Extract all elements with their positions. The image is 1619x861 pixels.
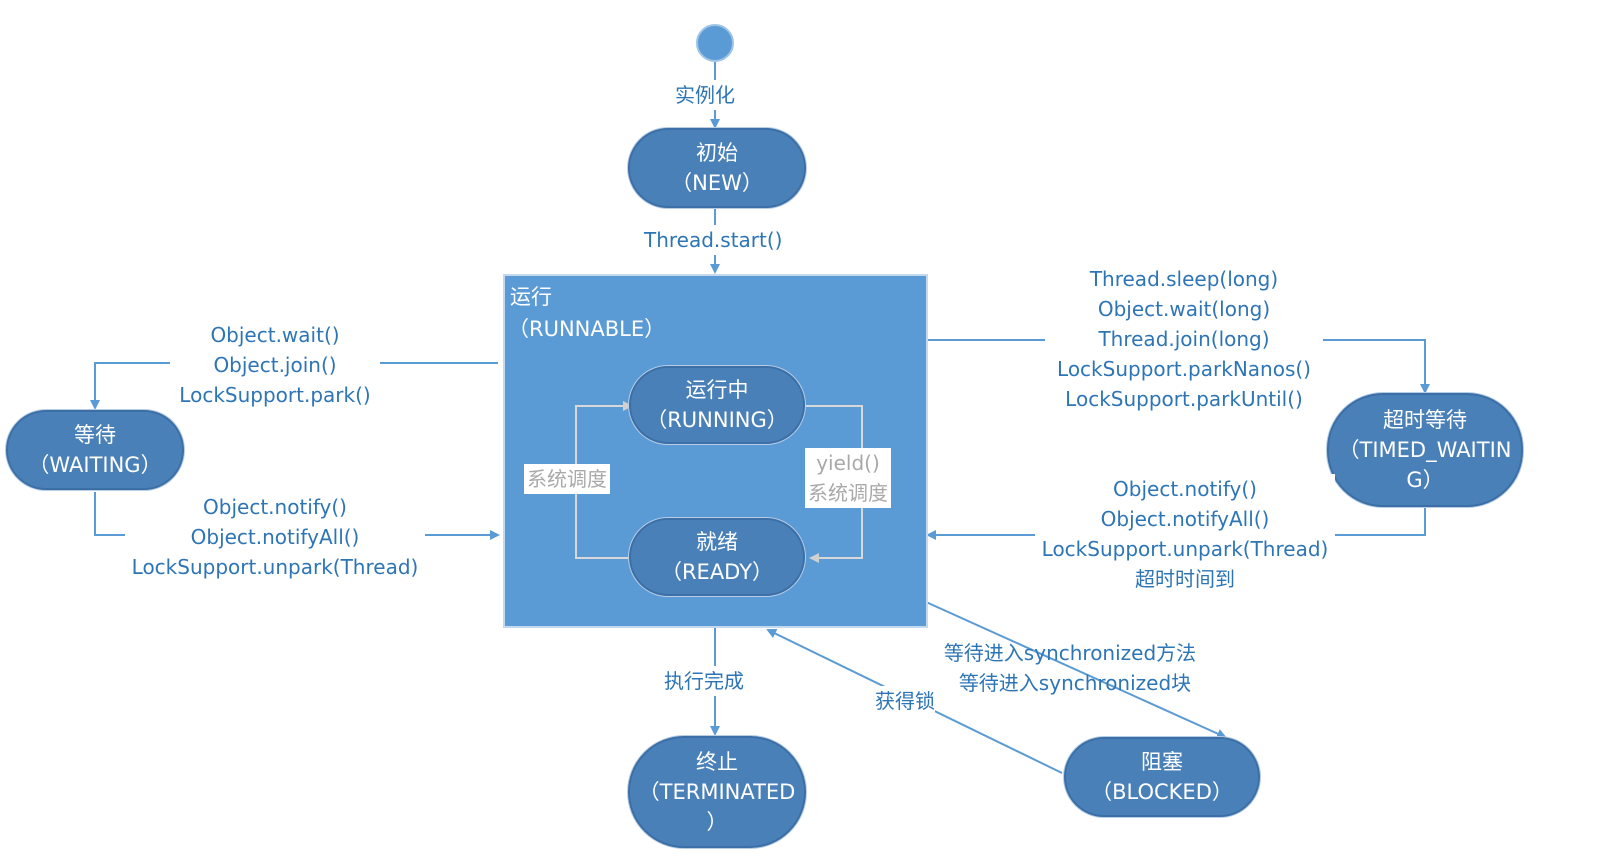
running-cn: 运行中 bbox=[685, 378, 749, 402]
label-line: 等待进入synchronized方法 bbox=[943, 641, 1197, 665]
arrow-to-blocked bbox=[925, 601, 1227, 739]
label-line: Thread.sleep(long) bbox=[1089, 267, 1279, 291]
label-line: Object.join() bbox=[213, 353, 337, 377]
label-line: LockSupport.parkNanos() bbox=[1057, 357, 1311, 381]
label-line: Object.wait() bbox=[210, 323, 340, 347]
label-start: Thread.start() bbox=[644, 225, 783, 255]
terminated-en-1: （TERMINATED bbox=[638, 780, 796, 804]
state-blocked: 阻塞 （BLOCKED） bbox=[1064, 737, 1260, 817]
label-yield-schedule: yield() 系统调度 bbox=[805, 448, 891, 508]
new-en: （NEW） bbox=[671, 171, 763, 195]
ready-cn: 就绪 bbox=[696, 530, 738, 554]
label-yield: yield() bbox=[816, 451, 880, 475]
label-schedule-right: 系统调度 bbox=[808, 481, 888, 505]
state-terminated: 终止 （TERMINATED ） bbox=[628, 736, 806, 848]
label-line: Object.notify() bbox=[1113, 477, 1257, 501]
label-to-timed-waiting: Thread.sleep(long) Object.wait(long) Thr… bbox=[1045, 264, 1323, 414]
label-finish: 执行完成 bbox=[664, 666, 744, 696]
label-instantiate: 实例化 bbox=[675, 80, 735, 110]
label-line: Object.notifyAll() bbox=[1100, 507, 1270, 531]
terminated-en-2: ） bbox=[706, 810, 728, 834]
new-cn: 初始 bbox=[696, 141, 738, 165]
label-line: 等待进入synchronized块 bbox=[958, 671, 1192, 695]
initial-state-dot bbox=[696, 24, 734, 62]
label-line: Object.wait(long) bbox=[1097, 297, 1271, 321]
state-new: 初始 （NEW） bbox=[628, 128, 806, 208]
blocked-en: （BLOCKED） bbox=[1091, 780, 1233, 804]
label-line: Object.notifyAll() bbox=[190, 525, 360, 549]
label-from-waiting: Object.notify() Object.notifyAll() LockS… bbox=[125, 492, 425, 582]
runnable-cn: 运行 bbox=[510, 285, 552, 309]
label-line: LockSupport.park() bbox=[179, 383, 371, 407]
label-line: LockSupport.parkUntil() bbox=[1065, 387, 1303, 411]
label-line: Thread.join(long) bbox=[1098, 327, 1270, 351]
runnable-title: 运行 bbox=[510, 282, 552, 312]
label-to-blocked: 等待进入synchronized方法 等待进入synchronized块 bbox=[930, 638, 1220, 698]
running-en: （RUNNING） bbox=[646, 408, 788, 432]
ready-en: （READY） bbox=[660, 560, 774, 584]
label-line: Object.notify() bbox=[203, 495, 347, 519]
state-waiting: 等待 （WAITING） bbox=[6, 410, 184, 490]
label-line: LockSupport.unpark(Thread) bbox=[1041, 537, 1329, 561]
state-running: 运行中 （RUNNING） bbox=[629, 366, 805, 444]
timed-waiting-en-1: （TIMED_WAITIN bbox=[1338, 438, 1512, 462]
blocked-cn: 阻塞 bbox=[1141, 750, 1183, 774]
runnable-en: （RUNNABLE） bbox=[508, 317, 666, 341]
runnable-subtitle: （RUNNABLE） bbox=[508, 314, 665, 344]
state-ready: 就绪 （READY） bbox=[629, 518, 805, 596]
state-timed-waiting: 超时等待 （TIMED_WAITIN G） bbox=[1327, 393, 1523, 507]
label-to-waiting: Object.wait() Object.join() LockSupport.… bbox=[170, 320, 380, 410]
terminated-cn: 终止 bbox=[696, 750, 738, 774]
waiting-cn: 等待 bbox=[74, 423, 116, 447]
label-schedule-left: 系统调度 bbox=[524, 464, 610, 494]
timed-waiting-en-2: G） bbox=[1406, 468, 1444, 492]
waiting-en: （WAITING） bbox=[28, 453, 162, 477]
label-acquire-lock: 获得锁 bbox=[875, 686, 935, 716]
label-from-timed-waiting: Object.notify() Object.notifyAll() LockS… bbox=[1035, 474, 1335, 594]
label-line: 超时时间到 bbox=[1135, 567, 1235, 591]
label-line: LockSupport.unpark(Thread) bbox=[131, 555, 419, 579]
timed-waiting-cn: 超时等待 bbox=[1383, 408, 1467, 432]
